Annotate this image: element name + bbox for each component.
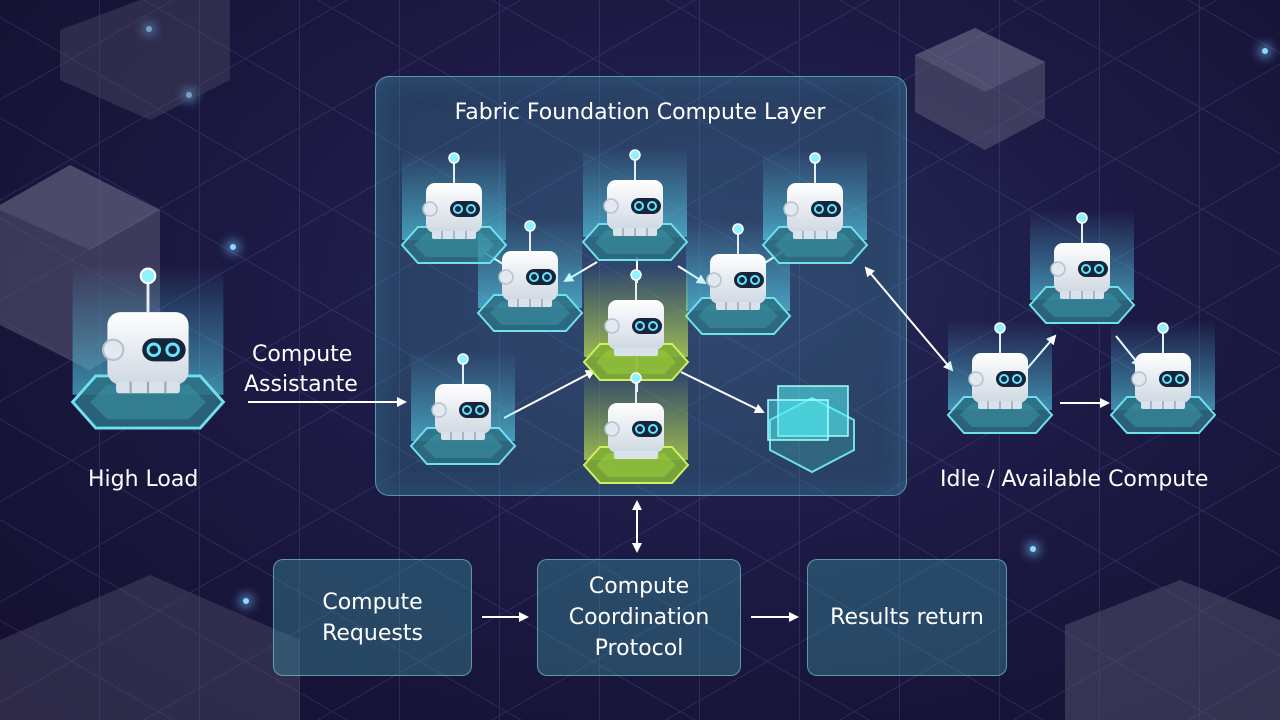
background-glow-dot bbox=[243, 598, 249, 604]
hologram-cube-icon bbox=[767, 385, 855, 474]
compute-requests-box: Compute Requests bbox=[273, 559, 472, 676]
protocol-line3: Protocol bbox=[594, 636, 684, 661]
results-return-label: Results return bbox=[830, 605, 984, 630]
protocol-line1: Compute bbox=[588, 574, 690, 599]
arrow-icon bbox=[680, 371, 765, 413]
background-glow-dot bbox=[146, 26, 152, 32]
robot-node-icon bbox=[583, 266, 689, 381]
compute-requests-line1: Compute bbox=[322, 589, 423, 615]
robot-node-icon bbox=[762, 149, 868, 264]
background-glow-dot bbox=[1030, 546, 1036, 552]
robot-node-icon bbox=[477, 217, 583, 332]
idle-compute-label: Idle / Available Compute bbox=[940, 467, 1209, 492]
background-cube bbox=[915, 28, 1045, 150]
results-return-box: Results return bbox=[807, 559, 1007, 676]
compute-assistante-line2: Assistante bbox=[244, 372, 358, 397]
robot-node-icon bbox=[582, 146, 688, 261]
compute-requests-line2: Requests bbox=[322, 620, 423, 646]
robot-node-icon bbox=[947, 319, 1053, 434]
robot-node-icon bbox=[583, 369, 689, 484]
background-cube bbox=[60, 0, 230, 120]
background-cube bbox=[1065, 580, 1280, 720]
background-glow-dot bbox=[1262, 48, 1268, 54]
background-cube bbox=[0, 575, 300, 720]
background-glow-dot bbox=[230, 244, 236, 250]
coordination-protocol-box: Compute Coordination Protocol bbox=[537, 559, 741, 676]
protocol-line2: Coordination bbox=[568, 605, 710, 630]
background-glow-dot bbox=[186, 92, 192, 98]
compute-assistante-line1: Compute bbox=[252, 342, 353, 367]
robot-node-icon bbox=[1029, 209, 1135, 324]
panel-title: Fabric Foundation Compute Layer bbox=[454, 100, 826, 125]
arrow-icon bbox=[864, 266, 954, 372]
compute-assistante-label: Compute Assistante bbox=[244, 340, 358, 400]
robot-node-icon bbox=[71, 262, 225, 430]
arrow-icon bbox=[503, 370, 596, 419]
robot-node-icon bbox=[410, 350, 516, 465]
robot-node-icon bbox=[1110, 319, 1216, 434]
high-load-label: High Load bbox=[88, 467, 199, 492]
